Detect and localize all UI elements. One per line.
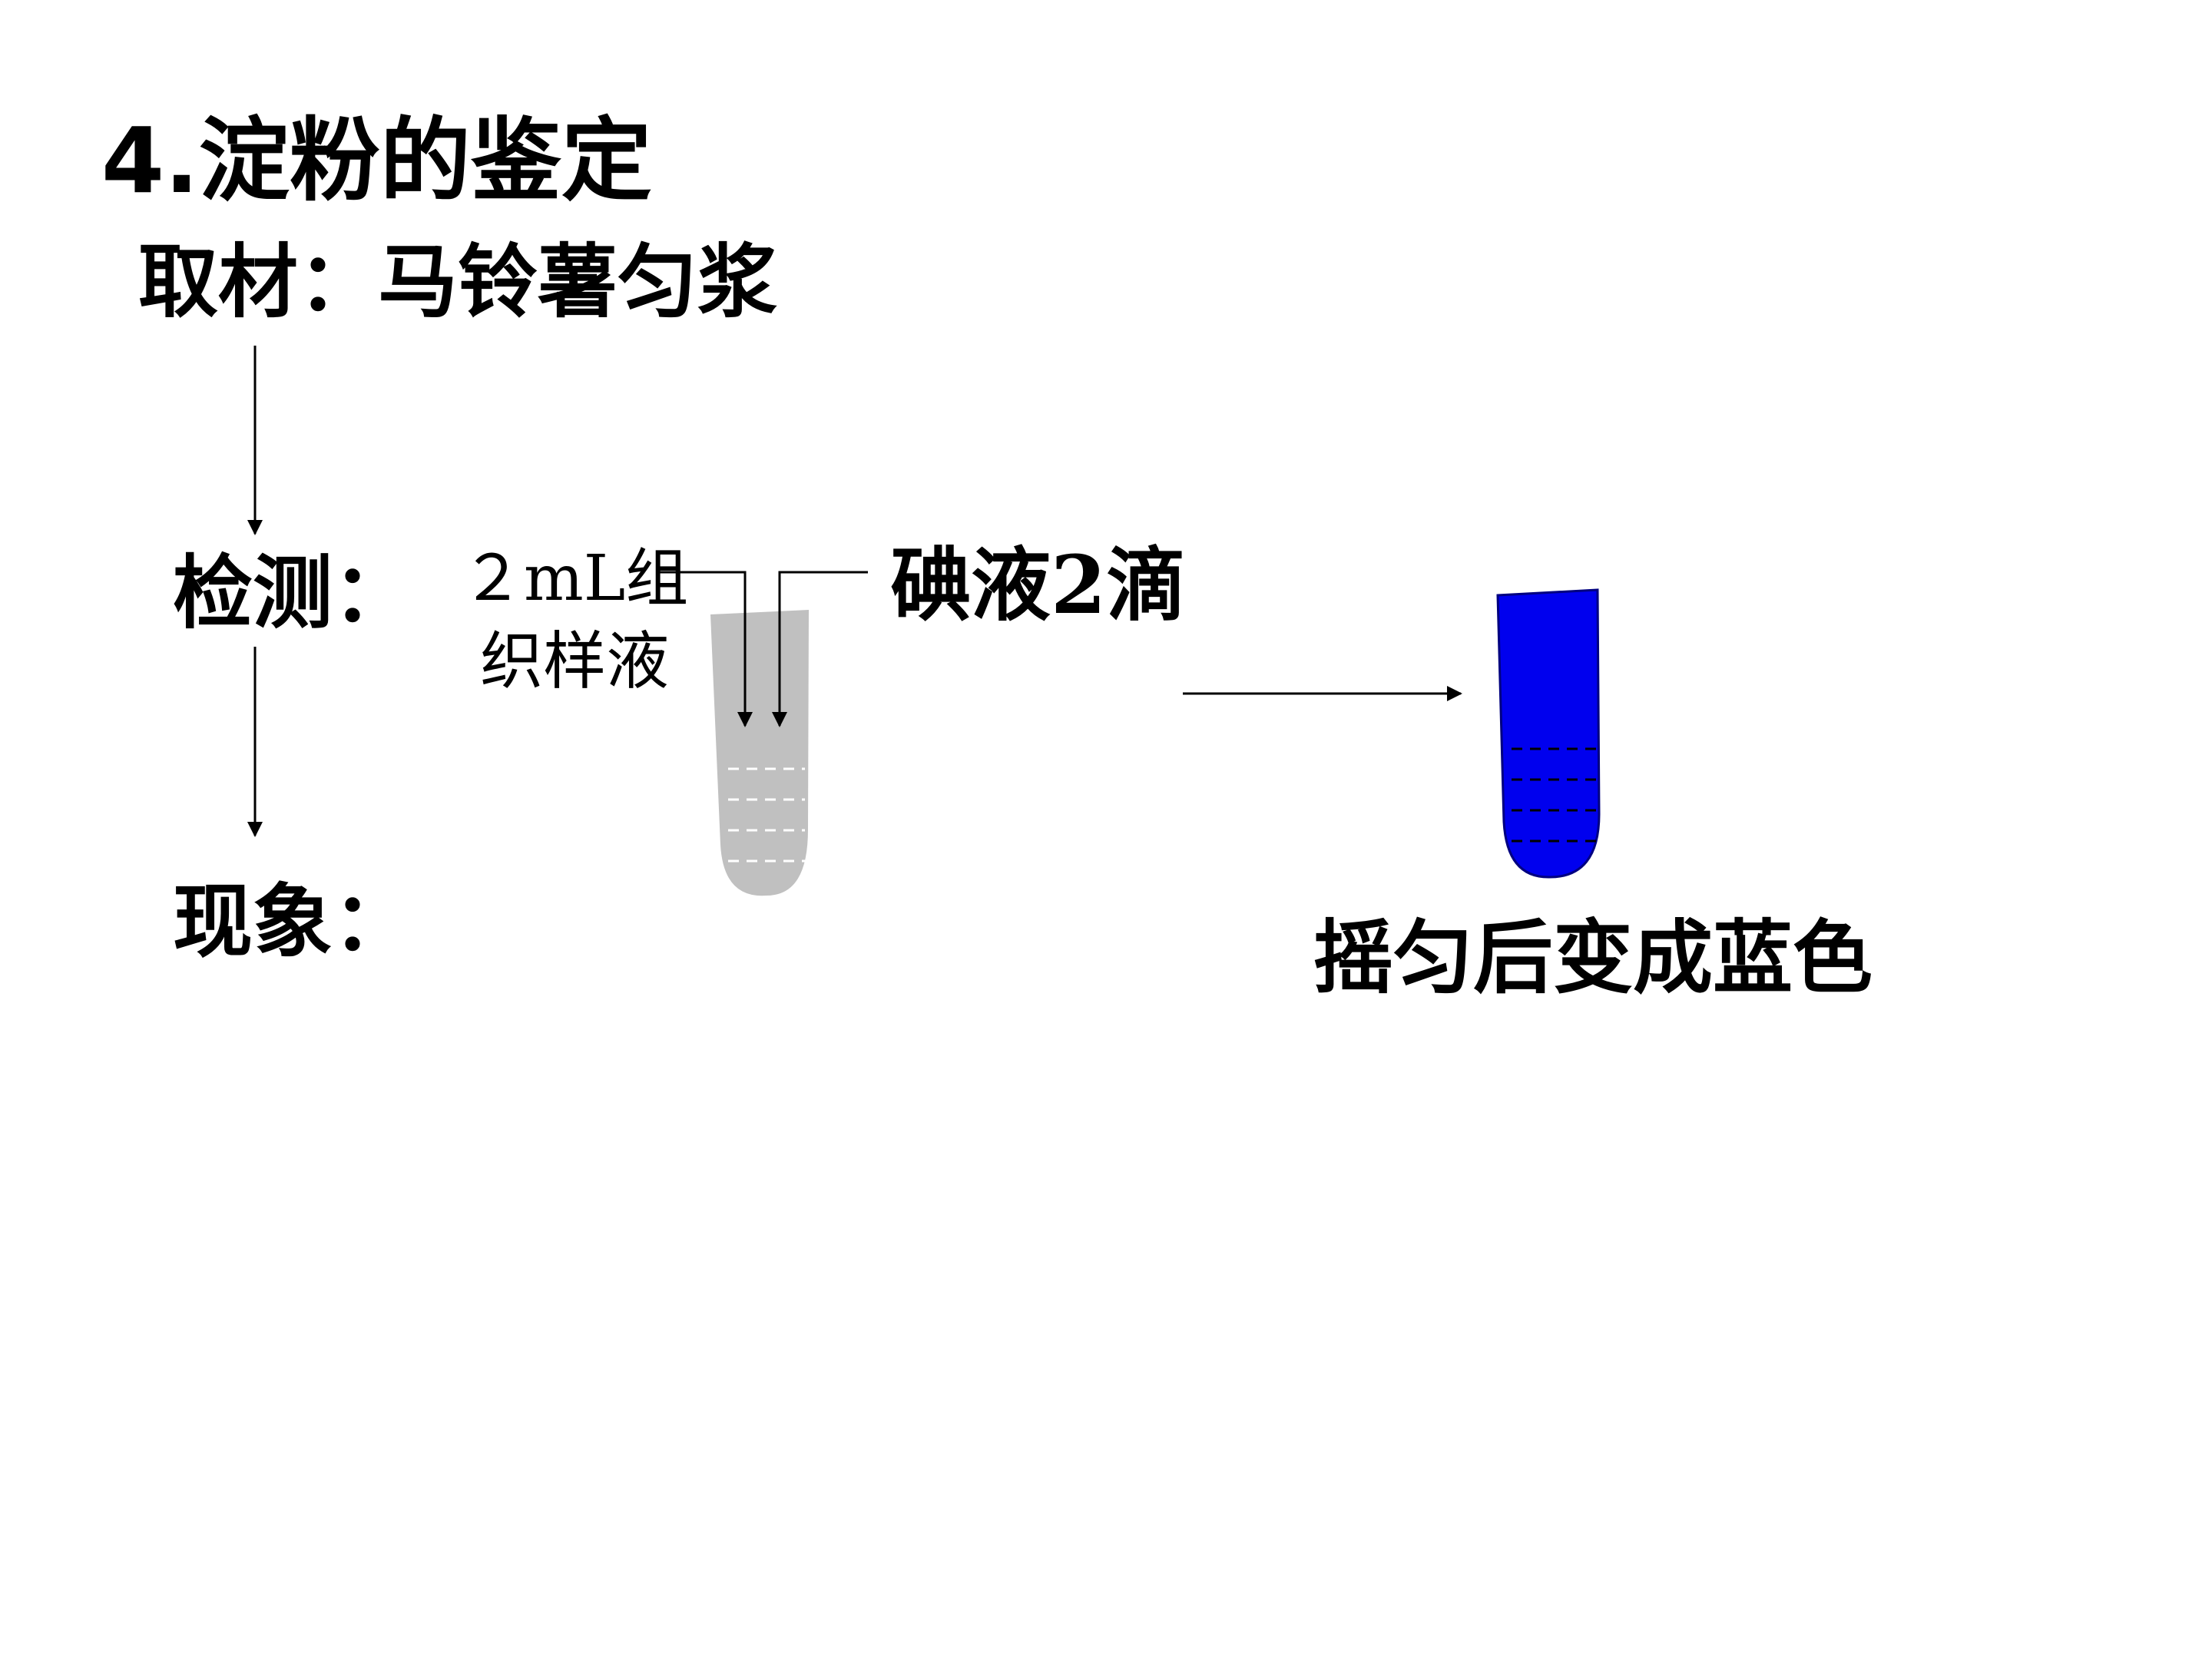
result-label: 摇匀后变成蓝色 — [1313, 910, 1873, 1005]
slide-title: 4.淀粉的鉴定 — [101, 108, 652, 214]
sample-label-line1: ２mL组 — [461, 542, 689, 615]
result-level-marks — [1512, 747, 1601, 843]
detect-label: 检测： — [173, 545, 413, 640]
reagent-pointer-arrow — [772, 571, 868, 727]
phenomenon-label: 现象： — [173, 874, 413, 969]
sample-label: ２mL组 织样液 — [461, 538, 688, 704]
sample-pointer-arrow — [657, 571, 753, 727]
sample-test-tube-icon — [710, 610, 809, 896]
sample-level-marks — [728, 767, 805, 863]
result-test-tube-icon — [1496, 588, 1601, 879]
material-line: 取材：马铃薯匀浆 — [138, 234, 778, 329]
reagent-label: 碘液2滴 — [891, 538, 1187, 632]
sample-label-line2: 织样液 — [480, 625, 670, 698]
